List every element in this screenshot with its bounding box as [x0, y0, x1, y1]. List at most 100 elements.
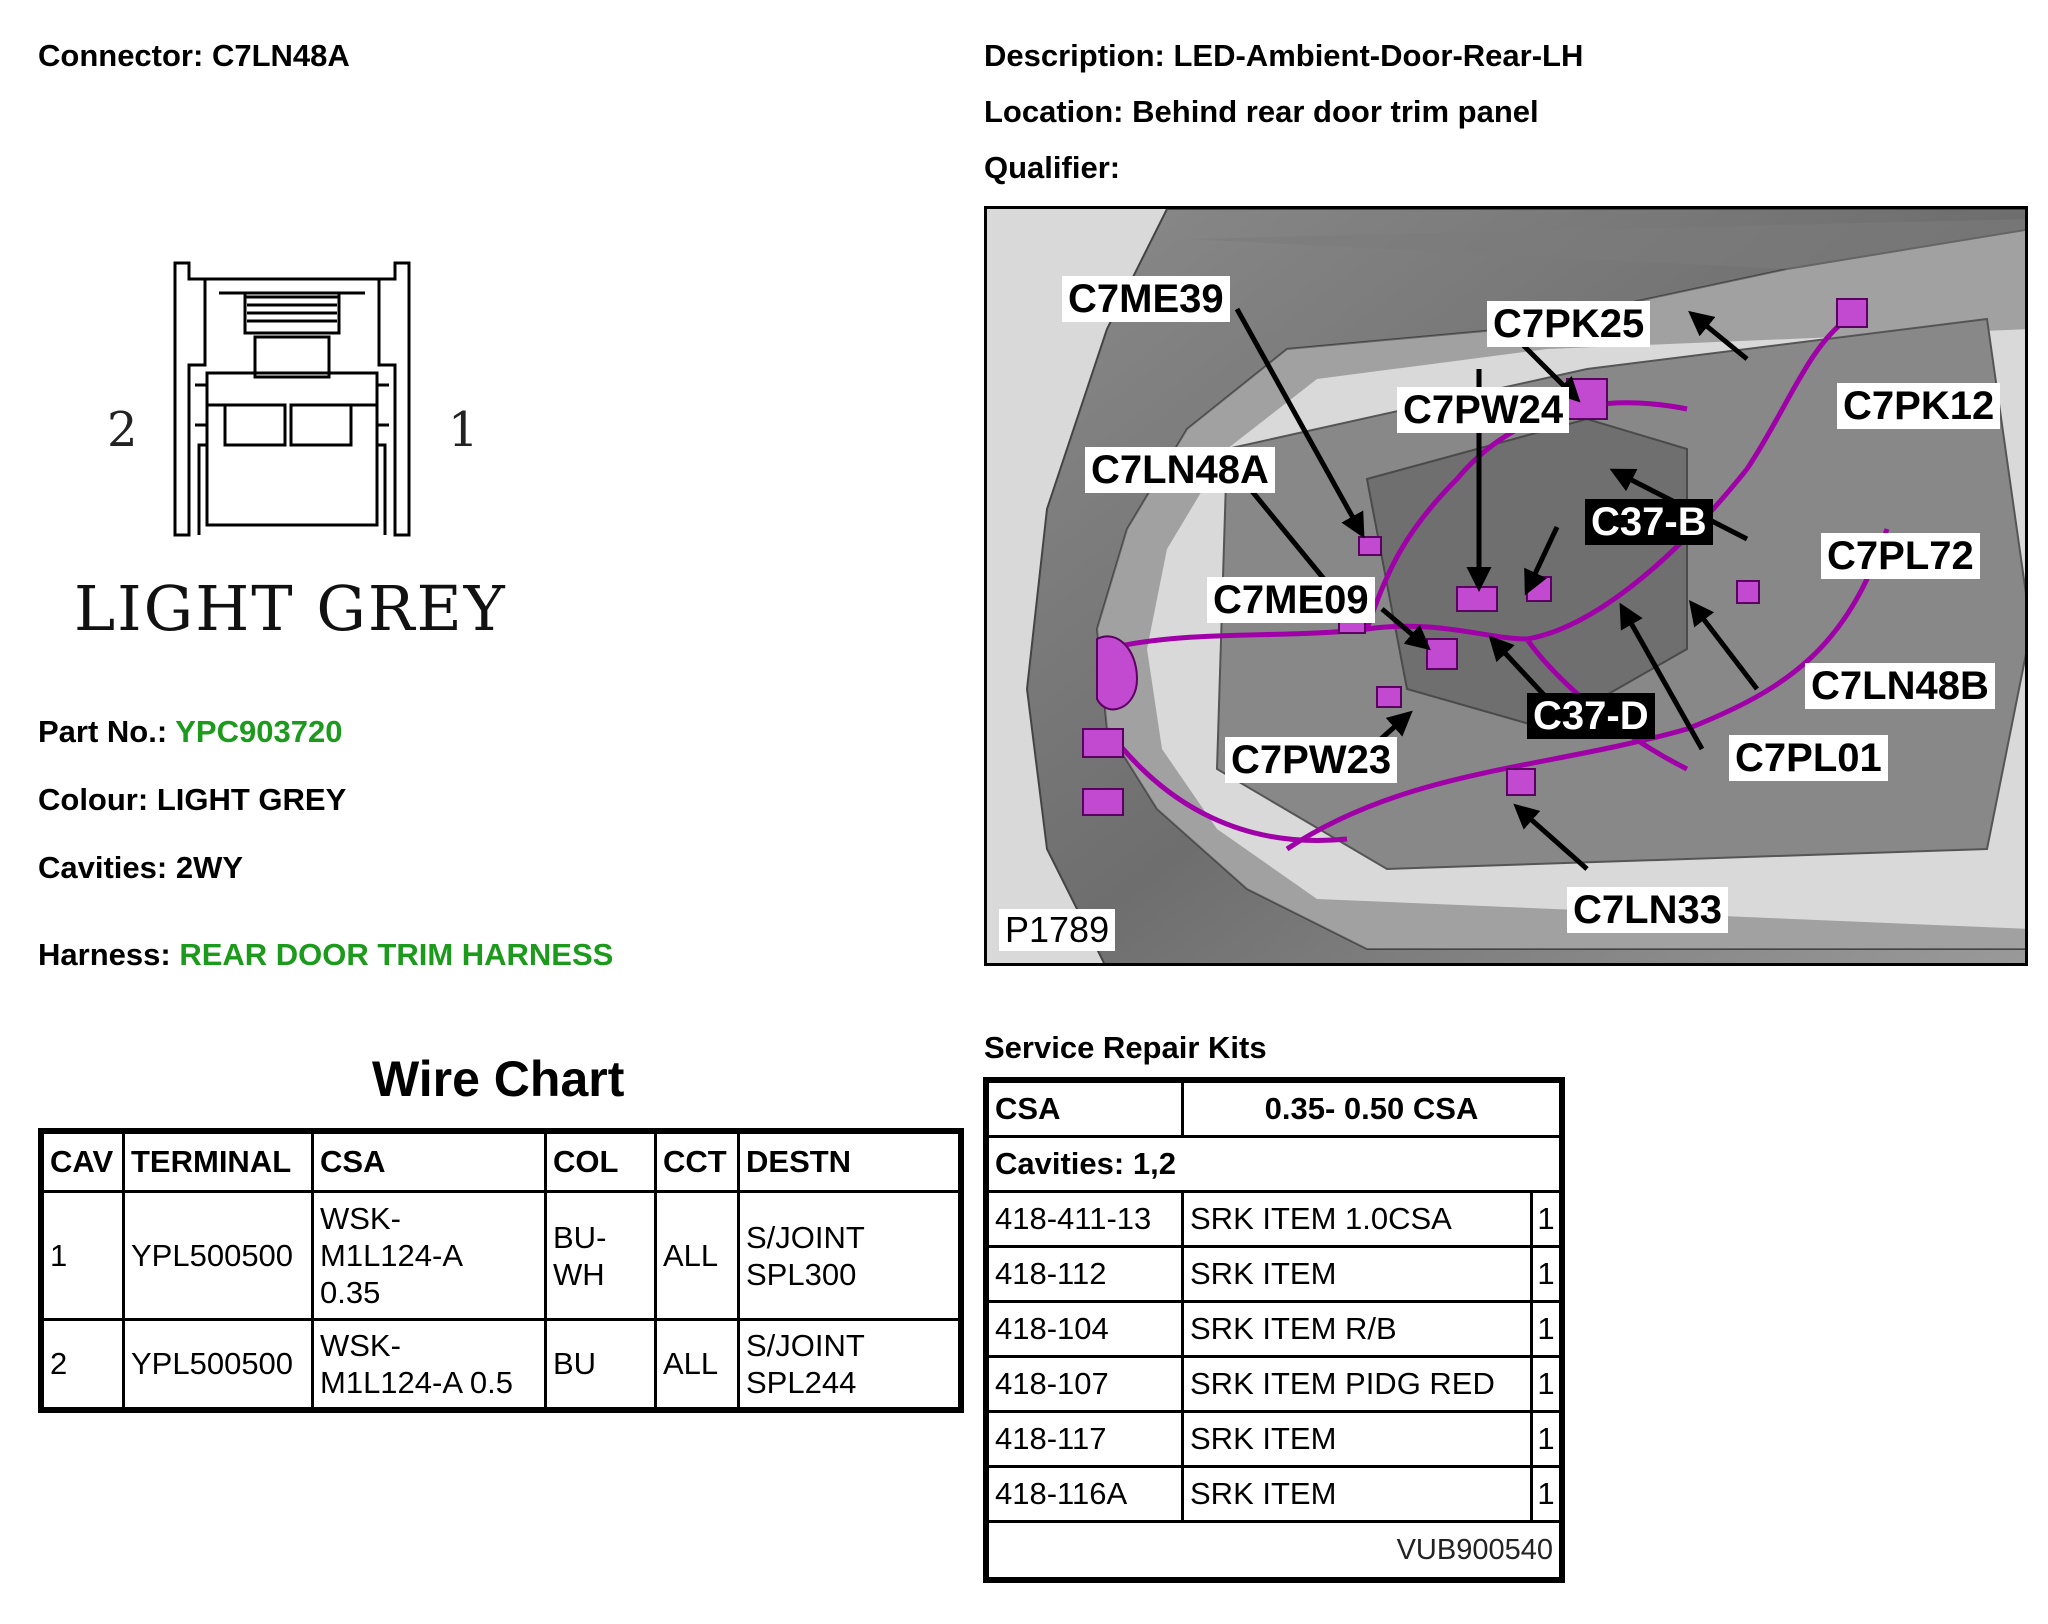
csa-line: M1L124-A 0.5 — [320, 1364, 514, 1400]
wire-chart-title: Wire Chart — [372, 1051, 625, 1107]
srk-item-code: 418-107 — [984, 1355, 1184, 1413]
callout-c7pw23[interactable]: C7PW23 — [1225, 737, 1398, 783]
part-no-value[interactable]: YPC903720 — [175, 714, 343, 749]
csa-line: WSK- — [320, 1327, 401, 1363]
header-terminal: TERMINAL — [122, 1129, 314, 1193]
srk-item-name: SRK ITEM 1.0CSA — [1181, 1190, 1533, 1248]
pin-2-label: 2 — [107, 402, 138, 458]
header-cav: CAV — [39, 1129, 125, 1193]
csa-line: WSK- — [320, 1201, 401, 1236]
callout-c7me09[interactable]: C7ME09 — [1207, 577, 1375, 623]
col-line: WH — [553, 1256, 605, 1292]
srk-item-name: SRK ITEM — [1181, 1245, 1533, 1303]
header-csa: CSA — [311, 1129, 547, 1193]
cell-col: BU — [544, 1318, 657, 1411]
destn-line: SPL244 — [746, 1364, 857, 1400]
callout-c37-b[interactable]: C37-B — [1585, 499, 1713, 545]
callout-c7ln33[interactable]: C7LN33 — [1567, 887, 1728, 933]
harness-value[interactable]: REAR DOOR TRIM HARNESS — [179, 937, 614, 972]
wire-chart-table: CAV TERMINAL CSA COL CCT DESTN 1 YPL5005… — [38, 1128, 964, 1413]
cell-destn: S/JOINT SPL244 — [737, 1318, 963, 1411]
srk-item-name: SRK ITEM R/B — [1181, 1300, 1533, 1358]
location-value: Behind rear door trim panel — [1132, 94, 1539, 129]
callout-c7pk12[interactable]: C7PK12 — [1837, 383, 2001, 429]
srk-item-row: 418-411-13 SRK ITEM 1.0CSA 1 — [984, 1190, 1564, 1248]
colour-field: Colour: LIGHT GREY — [38, 782, 346, 818]
connector-face-icon — [173, 261, 411, 537]
csa-line: M1L124-A — [320, 1238, 464, 1273]
srk-item-code: 418-116A — [984, 1465, 1184, 1523]
srk-item-name: SRK ITEM — [1181, 1410, 1533, 1468]
srk-footer-row: VUB900540 — [984, 1520, 1564, 1582]
cell-csa: WSK- M1L124-A 0.35 — [311, 1190, 547, 1321]
wire-chart-header-row: CAV TERMINAL CSA COL CCT DESTN — [39, 1129, 963, 1193]
image-id: P1789 — [999, 909, 1116, 951]
srk-item-qty: 1 — [1530, 1410, 1564, 1468]
callout-c7me39[interactable]: C7ME39 — [1062, 276, 1230, 322]
service-kits-title: Service Repair Kits — [984, 1030, 1267, 1065]
callout-c7ln48b[interactable]: C7LN48B — [1805, 663, 1995, 709]
connector-label: Connector: — [38, 38, 204, 73]
destn-line: S/JOINT — [746, 1327, 865, 1363]
location-label: Location: — [984, 94, 1124, 129]
srk-item-code: 418-117 — [984, 1410, 1184, 1468]
cell-terminal: YPL500500 — [122, 1318, 314, 1411]
colour-value: LIGHT GREY — [156, 782, 347, 817]
destn-line: SPL300 — [746, 1256, 857, 1292]
srk-item-code: 418-411-13 — [984, 1190, 1184, 1248]
part-no-label: Part No.: — [38, 714, 168, 749]
header-destn: DESTN — [737, 1129, 963, 1193]
table-row: 2 YPL500500 WSK- M1L124-A 0.5 BU ALL S/J… — [39, 1318, 963, 1411]
srk-item-qty: 1 — [1530, 1355, 1564, 1413]
callout-c7pw24[interactable]: C7PW24 — [1397, 387, 1570, 433]
callout-c37-d[interactable]: C37-D — [1527, 693, 1655, 739]
door-harness-image: C7ME39 C7PK25 C7PW24 C7PK12 C7LN48A C37-… — [984, 206, 2028, 966]
description-label: Description: — [984, 38, 1165, 73]
cavities-field: Cavities: 2WY — [38, 850, 243, 886]
callout-c7pk25[interactable]: C7PK25 — [1487, 301, 1651, 347]
cell-col: BU- WH — [544, 1190, 657, 1321]
srk-header-row: CSA 0.35- 0.50 CSA — [984, 1078, 1564, 1138]
srk-item-row: 418-107 SRK ITEM PIDG RED 1 — [984, 1355, 1564, 1413]
cavities-value: 2WY — [175, 850, 244, 885]
srk-item-row: 418-117 SRK ITEM 1 — [984, 1410, 1564, 1468]
destn-line: S/JOINT — [746, 1219, 865, 1255]
cell-csa: WSK- M1L124-A 0.5 — [311, 1318, 547, 1411]
srk-item-qty: 1 — [1530, 1245, 1564, 1303]
pin-1-label: 1 — [448, 402, 479, 458]
part-no-field: Part No.: YPC903720 — [38, 714, 342, 750]
cell-terminal: YPL500500 — [122, 1190, 314, 1321]
location-field: Location: Behind rear door trim panel — [984, 94, 1539, 130]
table-row: 1 YPL500500 WSK- M1L124-A 0.35 BU- WH AL… — [39, 1190, 963, 1321]
cavities-label: Cavities: — [38, 850, 168, 885]
srk-item-qty: 1 — [1530, 1465, 1564, 1523]
header-col: COL — [544, 1129, 657, 1193]
srk-item-qty: 1 — [1530, 1300, 1564, 1358]
callout-c7pl72[interactable]: C7PL72 — [1821, 533, 1980, 579]
cell-cav: 2 — [39, 1318, 125, 1411]
description-field: Description: LED-Ambient-Door-Rear-LH — [984, 38, 1583, 74]
srk-item-name: SRK ITEM — [1181, 1465, 1533, 1523]
service-kits-table: CSA 0.35- 0.50 CSA Cavities: 1,2 418-411… — [983, 1077, 1565, 1583]
cell-cav: 1 — [39, 1190, 125, 1321]
callout-c7pl01[interactable]: C7PL01 — [1729, 735, 1888, 781]
srk-item-code: 418-104 — [984, 1300, 1184, 1358]
qualifier-field: Qualifier: — [984, 150, 1120, 186]
header-cct: CCT — [654, 1129, 740, 1193]
colour-caption: LIGHT GREY — [74, 572, 507, 645]
srk-cavities: Cavities: 1,2 — [984, 1135, 1564, 1193]
colour-label: Colour: — [38, 782, 149, 817]
col-line: BU- — [553, 1219, 607, 1255]
csa-line: 0.35 — [320, 1275, 381, 1310]
srk-item-row: 418-116A SRK ITEM 1 — [984, 1465, 1564, 1523]
srk-item-code: 418-112 — [984, 1245, 1184, 1303]
cell-cct: ALL — [654, 1190, 740, 1321]
connector-field: Connector: C7LN48A — [38, 38, 350, 74]
door-panel-illustration — [1025, 209, 2025, 963]
srk-item-row: 418-104 SRK ITEM R/B 1 — [984, 1300, 1564, 1358]
qualifier-label: Qualifier: — [984, 150, 1121, 185]
callout-c7ln48a[interactable]: C7LN48A — [1085, 447, 1275, 493]
srk-csa-label: CSA — [984, 1078, 1184, 1138]
srk-item-row: 418-112 SRK ITEM 1 — [984, 1245, 1564, 1303]
srk-csa-value: 0.35- 0.50 CSA — [1181, 1078, 1564, 1138]
